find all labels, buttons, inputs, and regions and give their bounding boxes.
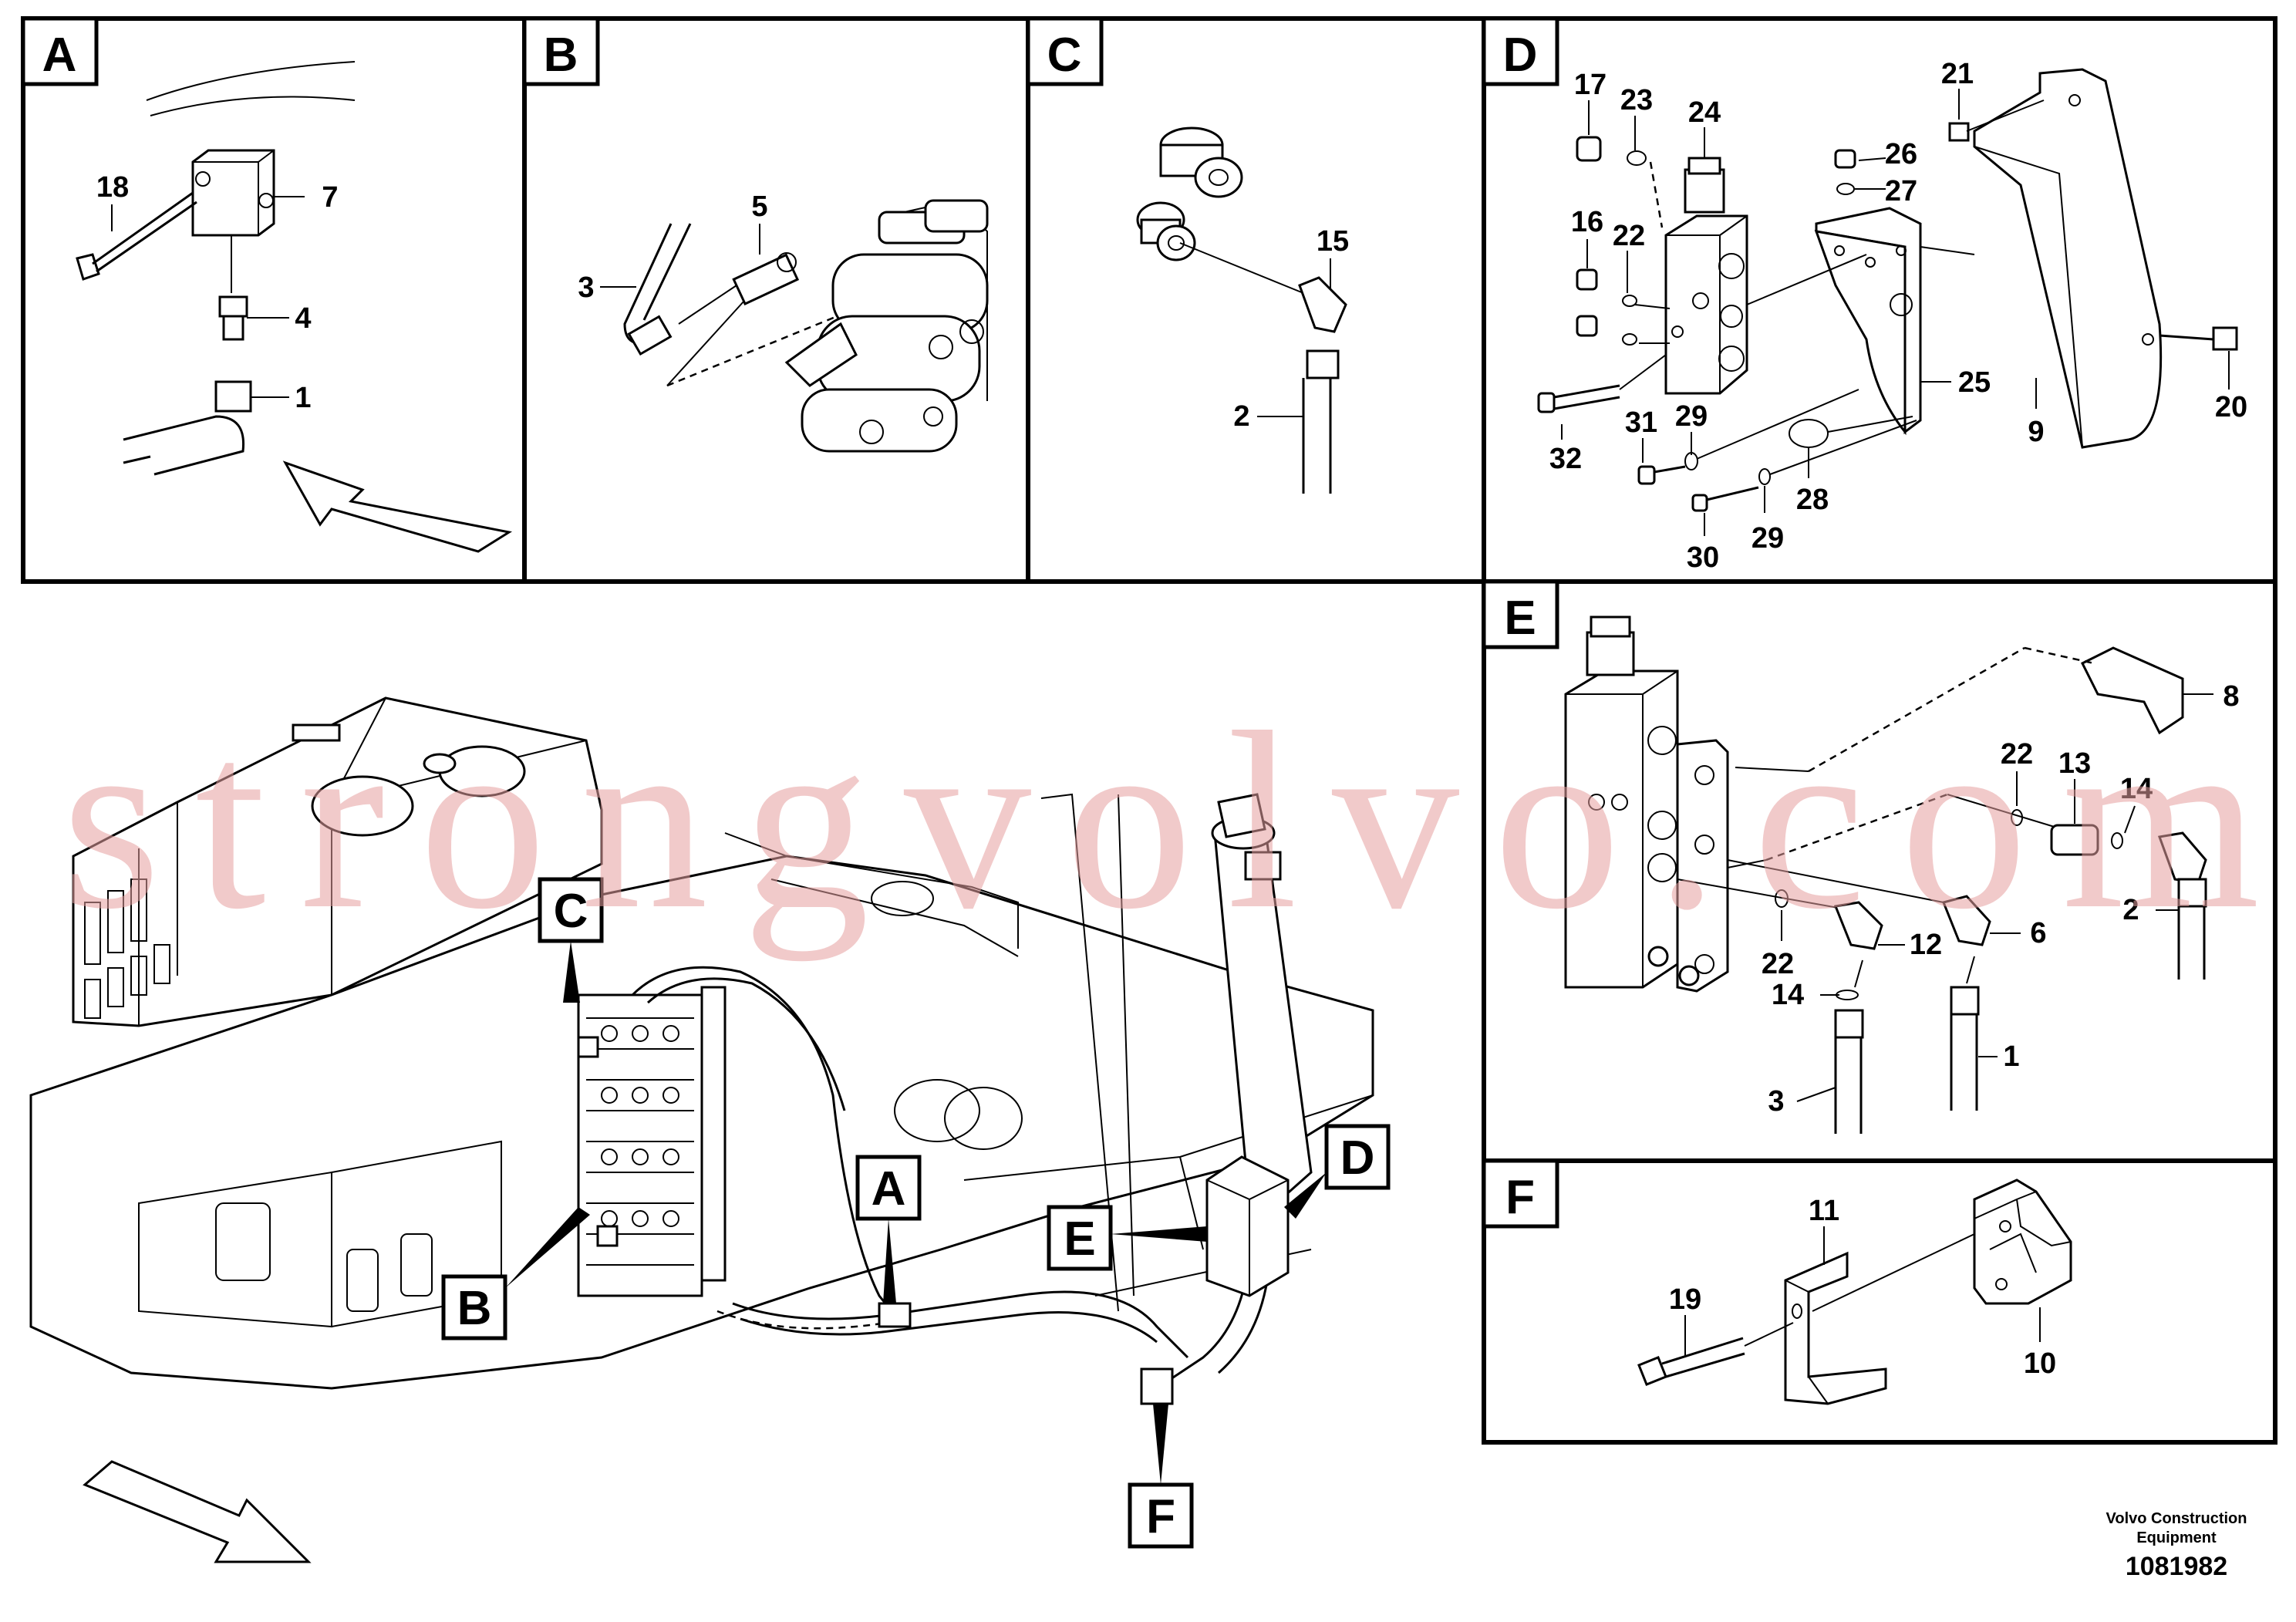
panel-d-letter: D [1503,29,1538,82]
callout-b: B [441,1207,590,1340]
num-e-22a: 22 [2001,738,2033,771]
panel-c-label: C [1026,16,1104,86]
num-e-14b: 14 [1772,979,1804,1011]
panel-e-label: E [1482,579,1559,649]
callout-c: C [538,877,604,1003]
top-panels-frame [21,16,2277,584]
callout-d: D [1284,1124,1391,1219]
panel-b-drawing: 3 5 [578,191,989,453]
num-e-3: 3 [1768,1085,1784,1118]
panel-a-letter: A [42,29,77,82]
panel-c-letter: C [1047,29,1082,82]
callout-e: E [1047,1205,1207,1271]
num-a-1: 1 [295,382,311,414]
panel-a-label: A [21,16,99,86]
footer-company-line2: Equipment [2136,1529,2217,1546]
num-d-27: 27 [1885,175,1917,207]
num-f-19: 19 [1669,1283,1701,1316]
num-d-20: 20 [2215,391,2247,423]
num-e-14a: 14 [2120,773,2153,805]
num-d-32: 32 [1549,443,1582,475]
callout-c-letter: C [554,885,588,938]
direction-arrow [83,1460,312,1563]
num-e-8: 8 [2223,680,2239,713]
num-d-25: 25 [1958,366,1991,399]
num-c-15: 15 [1317,225,1349,258]
machine-overview-drawing [29,696,1374,1405]
num-e-2: 2 [2122,894,2139,926]
callout-a-letter: A [872,1162,906,1216]
num-d-9: 9 [2028,416,2044,448]
num-b-3: 3 [578,271,594,304]
panel-d-drawing: 17 23 24 21 26 27 16 22 25 20 9 32 31 29… [1537,58,2247,574]
panel-f-letter: F [1505,1171,1535,1224]
panel-a-drawing: 18 7 4 1 [76,61,513,553]
panel-b-letter: B [544,29,578,82]
panel-b-label: B [522,16,600,86]
panel-f-label: F [1482,1158,1559,1229]
panel-d-label: D [1482,16,1559,86]
num-e-22b: 22 [1762,948,1794,980]
num-d-30: 30 [1687,541,1719,574]
num-d-17: 17 [1574,69,1607,101]
callout-b-letter: B [457,1282,492,1335]
callout-e-letter: E [1064,1212,1095,1266]
callout-a: A [855,1155,922,1303]
num-e-6: 6 [2030,917,2046,949]
num-d-24: 24 [1688,96,1721,129]
num-d-28: 28 [1796,484,1829,516]
num-a-7: 7 [322,181,338,214]
num-f-11: 11 [1809,1195,1839,1227]
panel-c-drawing: 15 2 [1136,126,1349,494]
num-d-26: 26 [1885,138,1917,170]
callout-d-letter: D [1340,1131,1375,1185]
num-d-22: 22 [1613,220,1645,252]
num-d-29b: 29 [1752,522,1784,555]
num-d-16: 16 [1571,206,1603,238]
footer-drawing-number: 1081982 [2126,1552,2227,1581]
num-e-1: 1 [2003,1040,2019,1073]
footer-company-line1: Volvo Construction [2106,1510,2247,1527]
panel-f-drawing: 11 19 10 [1637,1179,2072,1405]
right-panels-frame [1482,579,2277,1445]
num-d-31: 31 [1625,406,1657,439]
num-d-21: 21 [1941,58,1974,90]
num-a-4: 4 [295,302,311,335]
num-b-5: 5 [751,191,767,223]
num-e-12: 12 [1910,929,1942,961]
num-c-2: 2 [1233,400,1249,433]
callout-f: F [1128,1404,1194,1549]
num-e-13: 13 [2058,747,2091,780]
callout-f-letter: F [1146,1490,1175,1543]
panel-e-drawing: 8 22 13 14 2 6 22 12 14 1 3 [1564,615,2240,1134]
num-d-23: 23 [1620,84,1653,116]
num-a-18: 18 [96,171,129,204]
num-f-10: 10 [2024,1347,2056,1380]
panel-e-letter: E [1504,592,1536,645]
num-d-29a: 29 [1675,400,1708,433]
